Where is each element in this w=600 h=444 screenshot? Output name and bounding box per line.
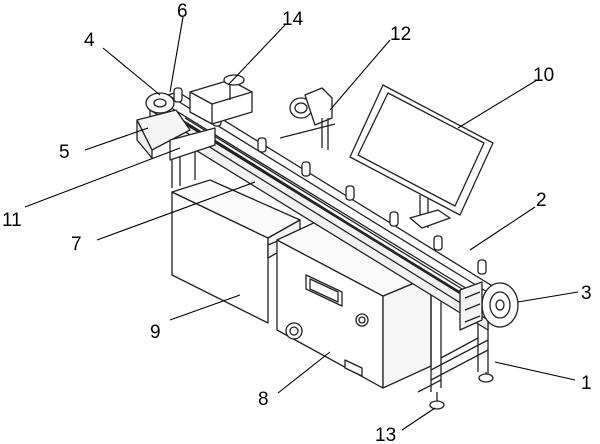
- callout-5: 5: [59, 142, 70, 163]
- conveyor: [149, 91, 516, 331]
- camera-sensor: [279, 87, 336, 150]
- callout-2: 2: [536, 190, 547, 211]
- callout-7: 7: [71, 234, 82, 255]
- touch-monitor: [349, 84, 494, 229]
- callout-13: 13: [375, 425, 396, 444]
- callout-4: 4: [84, 30, 95, 51]
- callout-1: 1: [581, 373, 592, 394]
- callout-12: 12: [390, 24, 411, 45]
- callout-11: 11: [2, 210, 22, 231]
- callout-8: 8: [258, 389, 269, 410]
- right-drive: [459, 281, 519, 331]
- left-drive: [136, 92, 216, 161]
- leader-lines: [24, 16, 579, 431]
- drive-motor: [189, 74, 253, 125]
- callout-9: 9: [150, 322, 161, 343]
- callout-6: 6: [177, 1, 188, 22]
- callout-10: 10: [533, 65, 554, 86]
- callout-3: 3: [581, 283, 592, 304]
- callout-14: 14: [282, 9, 304, 30]
